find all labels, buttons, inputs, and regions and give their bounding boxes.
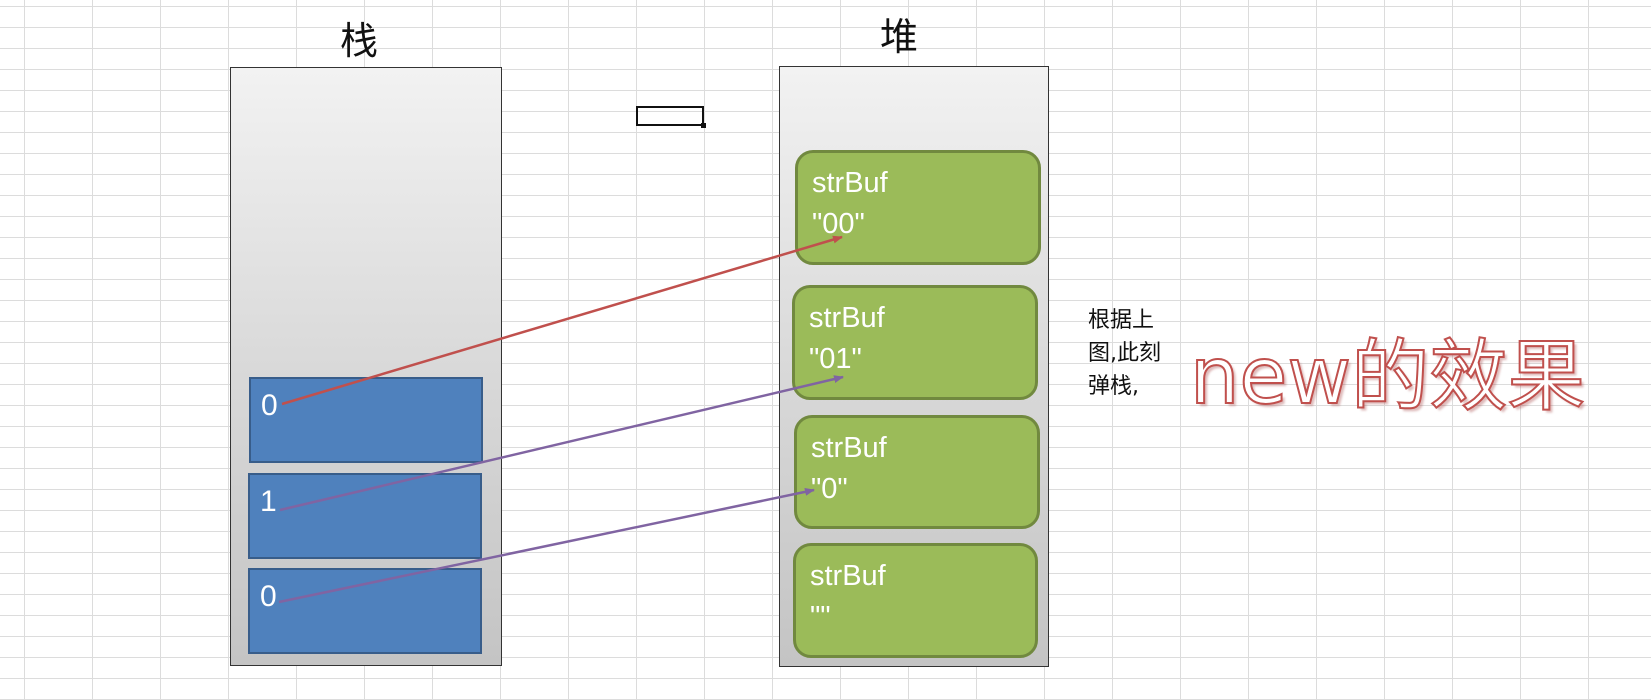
fill-handle[interactable] (701, 123, 706, 128)
arrow-slot0-to-strbuf-00 (281, 235, 843, 406)
cell-selection[interactable] (636, 106, 706, 128)
stack-slot-value: 0 (260, 580, 277, 613)
stack-slot: 0 (249, 377, 483, 463)
heap-object-value: "00" (812, 208, 865, 240)
heap-object-name: strBuf (811, 432, 887, 464)
stack-slot: 1 (248, 473, 482, 559)
heap-object-name: strBuf (810, 560, 886, 592)
heap-object-name: strBuf (812, 167, 888, 199)
stack-slot-value: 1 (260, 485, 277, 518)
heap-object: strBuf "00" (795, 150, 1041, 265)
heap-object-value: "01" (809, 343, 862, 375)
stack-slot-value: 0 (261, 389, 278, 422)
stack-column (230, 67, 502, 666)
heap-title: 堆 (880, 15, 919, 59)
stack-title: 栈 (340, 19, 379, 63)
note-text: 根据上 图,此刻 弹栈, (1088, 304, 1180, 403)
note-line: 弹栈, (1088, 374, 1139, 399)
heap-object: strBuf "01" (792, 285, 1038, 400)
heap-object-value: "0" (811, 473, 848, 505)
heap-object: strBuf "" (793, 543, 1038, 658)
stack-slot: 0 (248, 568, 482, 654)
note-line: 图,此刻 (1088, 341, 1161, 366)
heap-object-name: strBuf (809, 302, 885, 334)
heap-object: strBuf "0" (794, 415, 1040, 529)
arrow-slot2-to-strbuf-0 (278, 487, 815, 604)
heap-object-value: "" (810, 601, 831, 633)
headline-wordart: new的效果 (1189, 332, 1586, 422)
note-line: 根据上 (1088, 308, 1155, 333)
arrow-slot1-to-strbuf-01 (279, 375, 844, 512)
